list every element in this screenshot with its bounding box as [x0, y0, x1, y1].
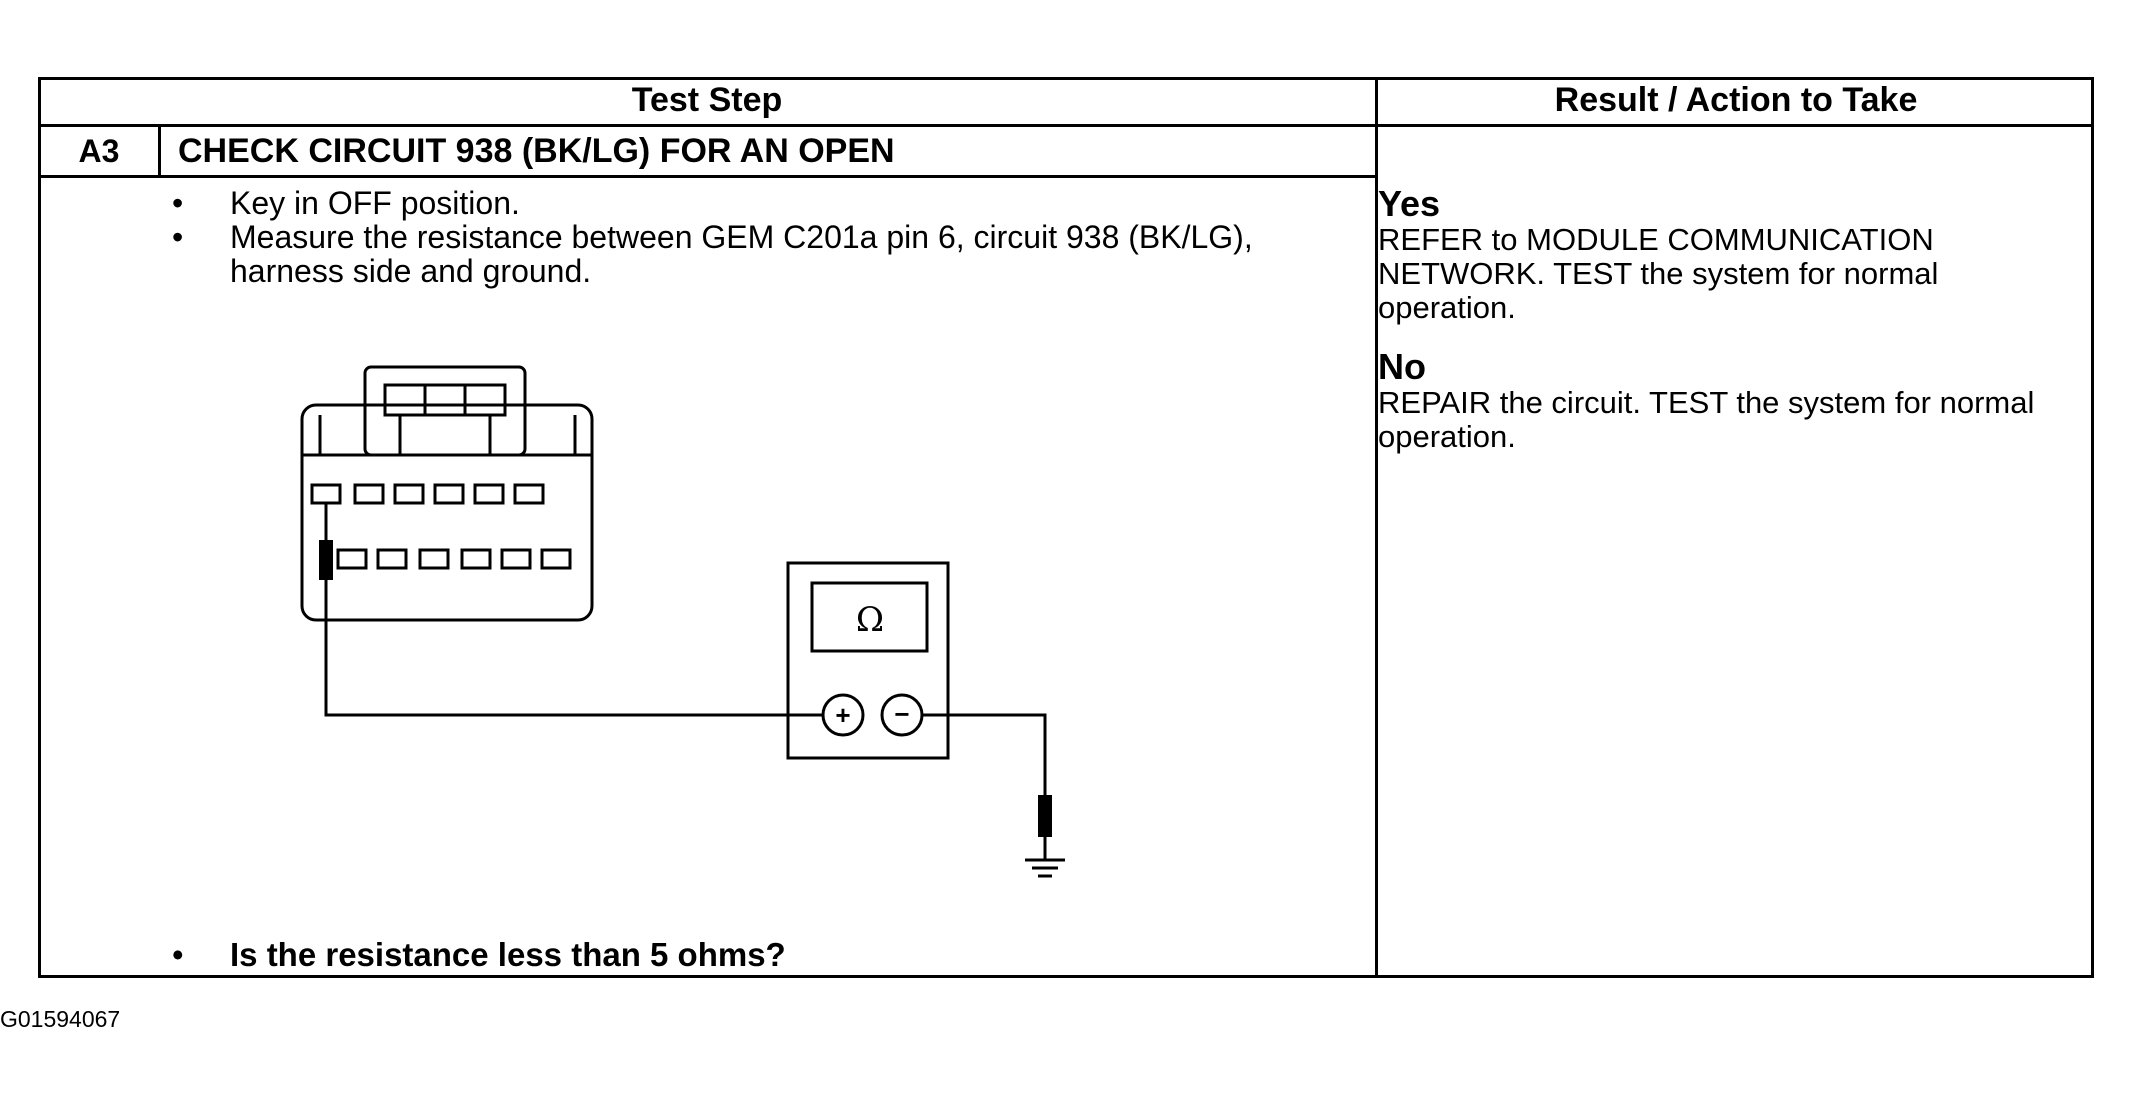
minus-symbol: −: [894, 699, 909, 729]
probe-icon: [319, 503, 333, 580]
ground-icon: [1025, 858, 1065, 878]
step-question: Is the resistance less than 5 ohms?: [172, 937, 786, 974]
step-id-divider: [158, 124, 161, 176]
test-step-header: Test Step: [631, 81, 783, 119]
ohmmeter-icon: [786, 561, 950, 760]
no-action: REPAIR the circuit. TEST the system for …: [1378, 385, 2035, 454]
result-yes: Yes REFER to MODULE COMMUNICATION NETWOR…: [1378, 185, 2078, 325]
yes-label: Yes: [1378, 183, 1441, 224]
plus-symbol: +: [835, 700, 850, 730]
header-divider: [38, 124, 2094, 127]
positive-lead: [324, 580, 826, 717]
column-divider: [1375, 77, 1378, 978]
step-title: CHECK CIRCUIT 938 (BK/LG) FOR AN OPEN: [178, 132, 895, 170]
test-step-table: [38, 77, 2094, 978]
ground-probe-icon: [1038, 795, 1052, 860]
ohm-symbol: Ω: [856, 600, 884, 640]
result-no: No REPAIR the circuit. TEST the system f…: [1378, 348, 2078, 454]
yes-action: REFER to MODULE COMMUNICATION NETWORK. T…: [1378, 222, 1939, 325]
negative-lead: [922, 713, 1047, 795]
step-title-divider: [38, 175, 1378, 178]
result-action-header: Result / Action to Take: [1554, 81, 1918, 119]
instruction-item: Measure the resistance between GEM C201a…: [172, 220, 1352, 288]
figure-code: G01594067: [0, 1006, 121, 1032]
step-instructions: Key in OFF position. Measure the resista…: [172, 186, 1352, 288]
instruction-item: Key in OFF position.: [172, 186, 1352, 220]
measurement-diagram: Ω + −: [300, 365, 1065, 878]
connector-icon: [300, 365, 594, 622]
step-id: A3: [78, 133, 120, 169]
no-label: No: [1378, 346, 1426, 387]
